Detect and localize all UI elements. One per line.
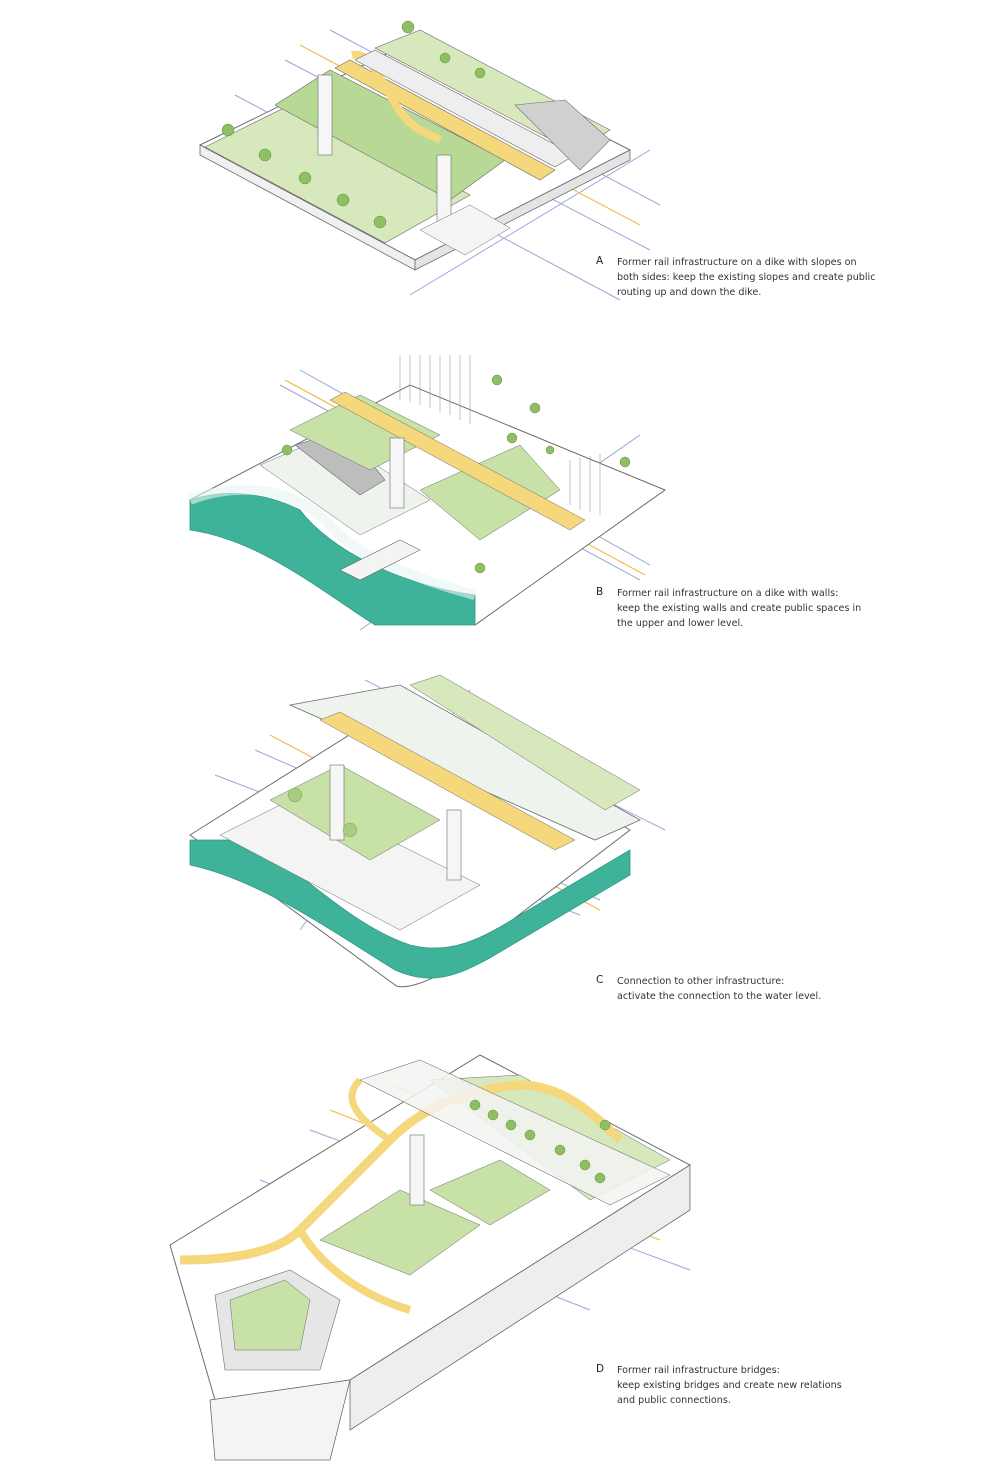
fence-structure-b: [399, 355, 601, 515]
panel-d: D Former rail infrastructure bridges: ke…: [0, 1050, 1000, 1461]
dike-path-b: [329, 391, 586, 531]
caption-letter: A: [596, 255, 604, 267]
pillar-1-a: [317, 74, 333, 156]
pillar-1-c: [329, 764, 345, 841]
trees-c: [287, 787, 358, 838]
grass-lower-d: [319, 1189, 481, 1276]
dike-path-c: [319, 711, 576, 851]
pier-b: [339, 539, 421, 581]
caption-text: Former rail infrastructure bridges: keep…: [617, 1365, 842, 1406]
caption-letter: B: [596, 586, 604, 598]
grass-upper-c: [409, 674, 641, 811]
upper-deck-c: [288, 684, 641, 841]
diagram-c-water-connection: [189, 674, 666, 988]
caption-text: Former rail infrastructure on a dike wit…: [617, 588, 862, 629]
diagram-a-dike-slopes: [198, 20, 661, 301]
trees-b: [281, 374, 631, 574]
diagram-b-dike-walls: [188, 355, 667, 631]
caption-text: Connection to other infrastructure: acti…: [617, 976, 822, 1002]
diagram-d-bridges: [169, 1054, 691, 1461]
panel-b: B Former rail infrastructure on a dike w…: [0, 340, 1000, 640]
panel-c: C Connection to other infrastructure: ac…: [0, 670, 1000, 1010]
water-edge-b: [189, 493, 476, 626]
staircase-a: [514, 99, 611, 171]
pillar-b: [389, 437, 405, 509]
trees-d: [469, 1099, 611, 1184]
curved-path-d: [179, 1080, 624, 1265]
pillar-2-c: [446, 809, 462, 881]
pillar-d: [409, 1134, 425, 1206]
bridge-deck-d: [359, 1059, 671, 1206]
water-edge-c: [189, 839, 631, 979]
caption-letter: C: [596, 974, 604, 986]
caption-text: Former rail infrastructure on a dike wit…: [617, 257, 876, 298]
plaza-a: [419, 204, 511, 256]
panel-a: A Former rail infrastructure on a dike w…: [0, 0, 1000, 330]
grass-field-left-a: [204, 99, 471, 244]
caption-letter: D: [596, 1363, 605, 1375]
trees-a: [221, 20, 486, 229]
curved-path-a: [351, 50, 442, 144]
